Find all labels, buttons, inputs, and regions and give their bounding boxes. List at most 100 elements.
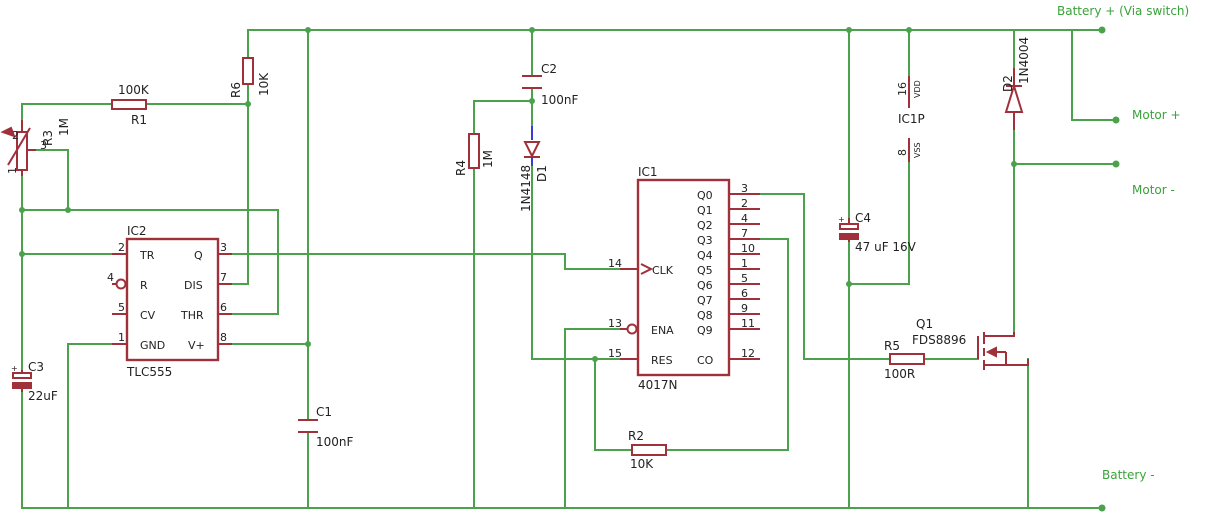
ic1-pin-label: ENA <box>651 324 674 337</box>
ic1-pin-num: 12 <box>741 347 755 360</box>
r3-pin1: 1 <box>6 167 19 174</box>
r1-name: R1 <box>131 113 147 127</box>
resistor-r5: R5 100R <box>884 339 925 381</box>
r3-pin2: 2 <box>12 129 19 142</box>
ic2-pin-label: V+ <box>188 339 205 352</box>
ic2-pin-num: 7 <box>220 271 227 284</box>
c1-value: 100nF <box>316 435 354 449</box>
ic2-pin-num: 8 <box>220 331 227 344</box>
ic2-pin-num: 3 <box>220 241 227 254</box>
capacitor-c3: + C3 22uF <box>11 360 58 403</box>
mosfet-q1: Q1 FDS8896 <box>912 317 1029 370</box>
net-label-motor-plus: Motor + <box>1132 108 1181 122</box>
ic1-pin-label: Q0 <box>697 189 713 202</box>
ic1-name: IC1 <box>638 165 658 179</box>
ic2-pin-num: 1 <box>118 331 125 344</box>
c4-value: 47 uF 16V <box>855 240 917 254</box>
net-label-battery-plus: Battery + (Via switch) <box>1057 4 1189 18</box>
r3-value: 1M <box>57 118 71 136</box>
ic1-pin-num: 7 <box>741 227 748 240</box>
ic2-pin-label: THR <box>180 309 204 322</box>
capacitor-c4: + C4 47 uF 16V <box>838 211 917 254</box>
ic1-pin-label: Q2 <box>697 219 713 232</box>
ic1-pin-label: CLK <box>652 264 674 277</box>
capacitor-c2: C2 100nF <box>522 62 579 107</box>
c2-value: 100nF <box>541 93 579 107</box>
ic2-pin-num: 6 <box>220 301 227 314</box>
r4-value: 1M <box>481 150 495 168</box>
ic1p-vdd-pin: 16 <box>896 82 909 96</box>
net-terminals <box>1098 26 1120 512</box>
ic2-pin-label: GND <box>140 339 165 352</box>
c3-value: 22uF <box>28 389 58 403</box>
ic1p-vss-pin: 8 <box>896 149 909 156</box>
d1-value: 1N4148 <box>519 165 533 212</box>
r5-name: R5 <box>884 339 900 353</box>
r1-value: 100K <box>118 83 150 97</box>
ic1-power-pins: 16 VDD IC1P 8 VSS <box>896 76 925 162</box>
r6-name: R6 <box>229 82 243 98</box>
r5-value: 100R <box>884 367 915 381</box>
ic1-value: 4017N <box>638 378 678 392</box>
ic1-pin-num: 3 <box>741 182 748 195</box>
diode-d2: D2 1N4004 <box>1001 37 1031 130</box>
ic1-pin-num: 4 <box>741 212 748 225</box>
ic2-tlc555: IC2 TLC555 2 TR 4 R 5 CV 1 GND 3 Q 7 DIS… <box>107 224 232 379</box>
ic1-pin-num: 14 <box>608 257 622 270</box>
d1-name: D1 <box>535 165 549 182</box>
ic1-pin-num: 9 <box>741 302 748 315</box>
ic2-pin-label: DIS <box>184 279 203 292</box>
r4-name: R4 <box>454 160 468 176</box>
resistor-r6: R6 10K <box>229 57 271 98</box>
ic2-pin-label: R <box>140 279 148 292</box>
ic2-pin-label: TR <box>139 249 155 262</box>
ic1-pin-label: Q5 <box>697 264 713 277</box>
q1-name: Q1 <box>916 317 933 331</box>
ic1-pin-label: CO <box>697 354 714 367</box>
q1-value: FDS8896 <box>912 333 966 347</box>
c1-name: C1 <box>316 405 332 419</box>
capacitor-c1: C1 100nF <box>298 405 354 449</box>
ic1-pin-label: RES <box>651 354 673 367</box>
ic1-pin-label: Q8 <box>697 309 713 322</box>
c3-polarity: + <box>11 364 18 373</box>
ic1-pin-num: 2 <box>741 197 748 210</box>
r3-pin3: 3 <box>40 139 47 152</box>
resistor-r4: R4 1M <box>454 133 495 176</box>
ic1-pin-label: Q6 <box>697 279 713 292</box>
ic1-4017n: IC1 4017N 14 CLK 13 ENA 15 RES Q0 3 Q1 2… <box>608 165 760 392</box>
ic2-pin-num: 4 <box>107 271 114 284</box>
potentiometer-r3: 2 3 1 R3 1M <box>0 118 71 176</box>
c3-name: C3 <box>28 360 44 374</box>
ic1-pin-num: 10 <box>741 242 755 255</box>
ic1p-vdd-label: VDD <box>913 80 922 98</box>
r6-value: 10K <box>257 72 271 96</box>
ic1-pin-num: 15 <box>608 347 622 360</box>
d2-name: D2 <box>1001 75 1015 92</box>
ic1-pin-num: 5 <box>741 272 748 285</box>
ic1-pin-num: 11 <box>741 317 755 330</box>
ic1-pin-num: 6 <box>741 287 748 300</box>
ic2-pin-label: Q <box>194 249 203 262</box>
ic2-pin-label: CV <box>140 309 156 322</box>
c2-name: C2 <box>541 62 557 76</box>
ic1-pin-label: Q7 <box>697 294 713 307</box>
r2-value: 10K <box>630 457 654 471</box>
r3-name: R3 <box>41 130 55 146</box>
ic2-value: TLC555 <box>126 365 172 379</box>
ic1p-name: IC1P <box>898 112 925 126</box>
ic2-name: IC2 <box>127 224 147 238</box>
diode-d1: 1N4148 D1 <box>519 126 549 212</box>
net-label-battery-minus: Battery - <box>1102 468 1155 482</box>
wires <box>21 29 1103 509</box>
ic2-pin-num: 2 <box>118 241 125 254</box>
ic2-pin-num: 5 <box>118 301 125 314</box>
junction-dots <box>19 27 1017 362</box>
net-label-motor-minus: Motor - <box>1132 183 1175 197</box>
resistor-r1: 100K R1 <box>111 83 150 127</box>
r2-name: R2 <box>628 429 644 443</box>
ic1-pin-label: Q3 <box>697 234 713 247</box>
ic1p-vss-label: VSS <box>913 142 922 158</box>
ic1-pin-num: 1 <box>741 257 748 270</box>
